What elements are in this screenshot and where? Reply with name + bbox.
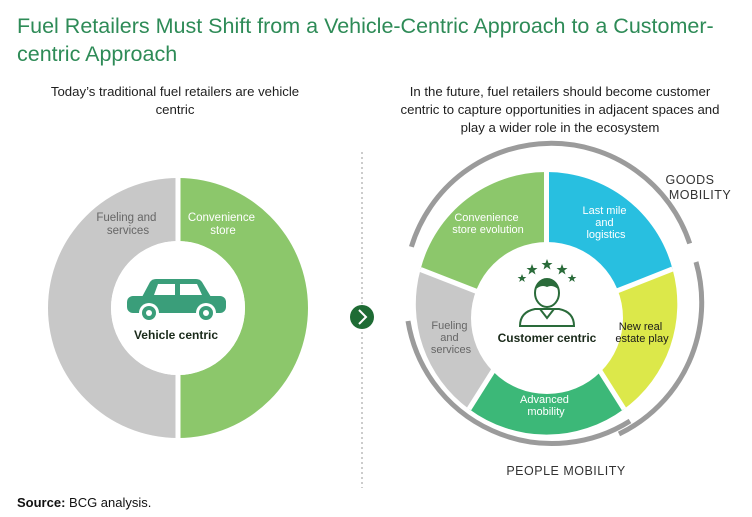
left-segment-convenience [178, 178, 308, 438]
right-center-label: Customer centric [498, 331, 597, 345]
fueling-label: Fueling and services [431, 320, 472, 356]
left-subtitle: Today’s traditional fuel retailers are v… [50, 84, 300, 117]
left-fueling-label: Fueling and services [96, 212, 159, 237]
left-center-label: Vehicle centric [134, 328, 218, 342]
left-segment-fueling [48, 178, 178, 438]
right-subtitle: In the future, fuel retailers should bec… [400, 84, 720, 135]
arrow-icon [350, 305, 374, 329]
source-label: Source: [17, 495, 66, 510]
car-icon [127, 279, 226, 323]
customer-icon [518, 278, 576, 327]
goods-mobility-arc-right [617, 261, 705, 437]
last-mile-label: Last mile and logistics [582, 205, 629, 241]
left-donut: Fueling and services Convenience store V… [48, 178, 308, 438]
source-note: Source: BCG analysis. [17, 495, 151, 510]
advanced-mobility-label: Advanced mobility [520, 394, 572, 418]
left-convenience-label: Convenience store [188, 212, 258, 237]
right-donut: Convenience store evolution Last mile an… [415, 171, 678, 435]
people-mobility-arc [405, 320, 632, 446]
convenience-evolution-label: Convenience store evolution [452, 212, 524, 236]
real-estate-label: New real estate play [615, 321, 669, 345]
goods-mobility-arc [409, 140, 693, 248]
stars-icon [517, 259, 577, 282]
goods-mobility-label: GOODS MOBILITY [665, 173, 731, 202]
outer-ring [405, 140, 705, 446]
page-title: Fuel Retailers Must Shift from a Vehicle… [17, 14, 714, 66]
people-mobility-label: PEOPLE MOBILITY [506, 464, 626, 478]
source-text: BCG analysis. [65, 495, 152, 510]
